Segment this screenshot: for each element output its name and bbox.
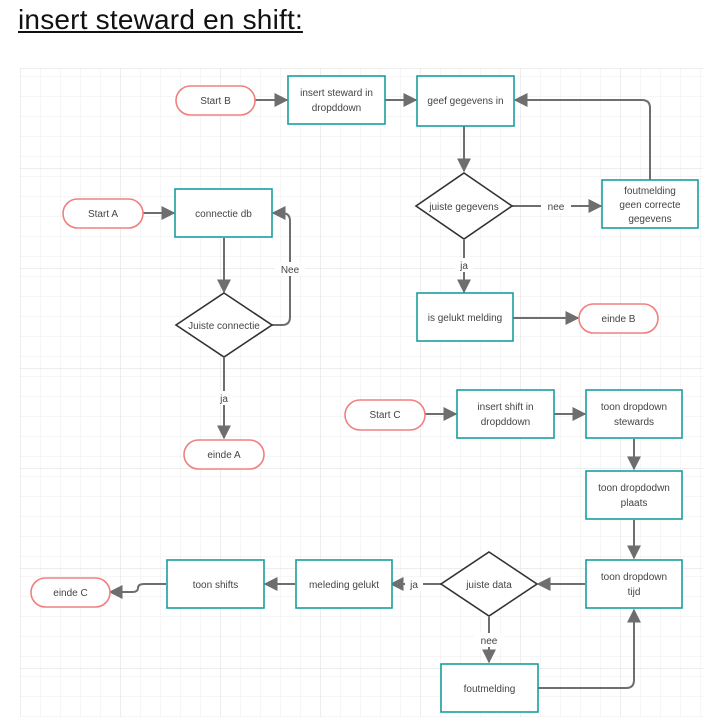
process-insert-shift-line2: dropddown xyxy=(481,417,530,428)
process-geef-gegevens-label: geef gegevens in xyxy=(427,96,503,107)
terminal-start-a: Start A xyxy=(62,198,144,229)
decision-juiste-data: juiste data xyxy=(439,551,539,617)
terminal-einde-c: einde C xyxy=(30,577,111,608)
process-is-gelukt-label: is gelukt melding xyxy=(428,313,502,324)
decision-juiste-data-label: juiste data xyxy=(465,580,512,591)
process-foutmelding-b: foutmelding geen correcte gegevens xyxy=(601,179,699,229)
process-toon-plaats-line1: toon dropdodwn xyxy=(598,483,670,494)
page-title: insert steward en shift: xyxy=(18,4,303,35)
process-toon-stewards-line1: toon dropdown xyxy=(601,402,667,413)
terminal-einde-a: einde A xyxy=(183,439,265,470)
flowchart-canvas: nee ja Nee ja ja nee Start B insert stew… xyxy=(20,68,703,717)
process-foutmelding-c-label: foutmelding xyxy=(464,684,516,695)
process-insert-steward: insert steward in dropddown xyxy=(287,75,386,125)
process-toon-shifts: toon shifts xyxy=(166,559,265,609)
edge-labels: nee ja Nee ja ja nee xyxy=(215,199,571,647)
process-foutmelding-b-line2: geen correcte xyxy=(619,200,681,211)
terminal-einde-b: einde B xyxy=(578,303,659,334)
edge-label-nee-a: Nee xyxy=(281,265,300,276)
process-connectie-db: connectie db xyxy=(174,188,273,238)
process-foutmelding-b-line1: foutmelding xyxy=(624,186,676,197)
edge-label-nee-b: nee xyxy=(548,202,565,213)
process-connectie-db-label: connectie db xyxy=(195,209,252,220)
edge-label-ja-c: ja xyxy=(409,580,418,591)
edge-toonshifts-eindec xyxy=(108,583,166,599)
process-insert-shift-line1: insert shift in xyxy=(477,402,533,413)
process-insert-steward-line1: insert steward in xyxy=(300,88,373,99)
process-toon-plaats: toon dropdodwn plaats xyxy=(585,470,683,520)
edge-label-nee-c: nee xyxy=(481,636,498,647)
terminal-start-c-label: Start C xyxy=(369,410,400,421)
process-toon-tijd: toon dropdown tijd xyxy=(585,559,683,609)
process-toon-plaats-line2: plaats xyxy=(621,498,648,509)
decision-juiste-gegevens-label: juiste gegevens xyxy=(428,202,499,213)
edge-label-ja-a: ja xyxy=(219,394,228,405)
process-toon-tijd-line1: toon dropdown xyxy=(601,572,667,583)
edge-label-ja-b: ja xyxy=(459,261,468,272)
process-insert-shift: insert shift in dropddown xyxy=(456,389,555,439)
edge-foutmelding-b-geefgegevens xyxy=(513,93,651,180)
terminal-start-b: Start B xyxy=(175,85,256,116)
process-geef-gegevens: geef gegevens in xyxy=(416,75,515,127)
decision-juiste-gegevens: juiste gegevens xyxy=(414,172,514,240)
terminal-start-b-label: Start B xyxy=(200,96,231,107)
decision-juiste-connectie-label: Juiste connectie xyxy=(188,321,260,332)
process-is-gelukt: is gelukt melding xyxy=(416,292,514,342)
process-toon-stewards: toon dropdown stewards xyxy=(585,389,683,439)
process-insert-steward-line2: dropddown xyxy=(312,103,361,114)
terminal-einde-b-label: einde B xyxy=(602,314,636,325)
terminal-einde-c-label: einde C xyxy=(53,588,87,599)
process-meleding-gelukt-label: meleding gelukt xyxy=(309,580,379,591)
process-meleding-gelukt: meleding gelukt xyxy=(295,559,393,609)
process-foutmelding-c: foutmelding xyxy=(440,663,539,713)
flowchart-svg: nee ja Nee ja ja nee Start B insert stew… xyxy=(20,68,703,717)
nodes: Start B insert steward in dropddown geef… xyxy=(30,75,699,713)
process-foutmelding-b-line3: gegevens xyxy=(628,214,671,225)
process-toon-stewards-line2: stewards xyxy=(614,417,654,428)
decision-juiste-connectie: Juiste connectie xyxy=(174,292,274,358)
terminal-start-a-label: Start A xyxy=(88,209,118,220)
process-toon-shifts-label: toon shifts xyxy=(193,580,239,591)
edge-foutmelding-c-toontijd xyxy=(538,608,641,689)
process-toon-tijd-line2: tijd xyxy=(628,587,641,598)
terminal-einde-a-label: einde A xyxy=(207,450,241,461)
terminal-start-c: Start C xyxy=(344,399,426,431)
